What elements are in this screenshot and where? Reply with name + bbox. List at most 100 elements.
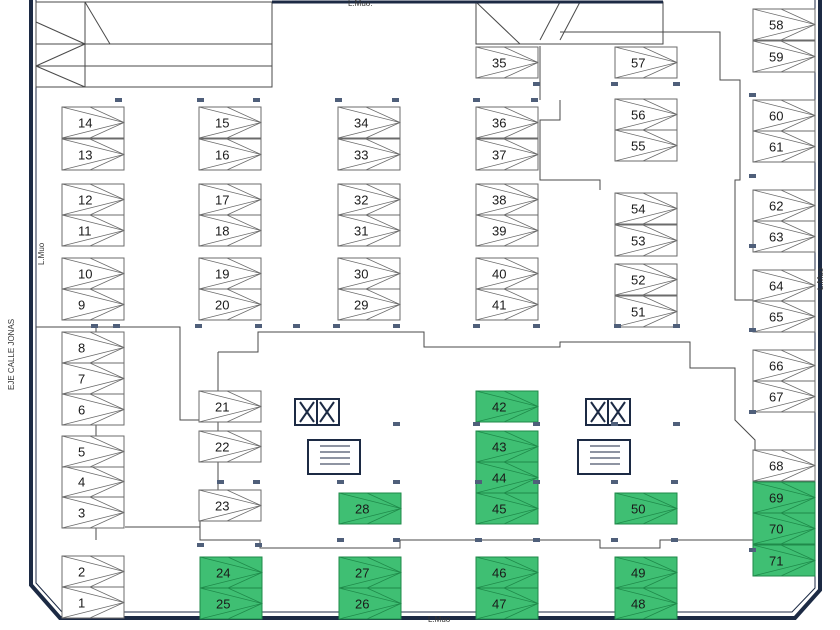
slot-fill [475,390,539,423]
parking-slot-26[interactable]: 26 [338,587,402,620]
parking-slot-43[interactable]: 43 [475,430,539,463]
parking-slot-49[interactable]: 49 [614,556,678,589]
parking-slot-13[interactable]: 13 [61,138,125,171]
parking-slot-68[interactable]: 68 [752,449,816,482]
parking-slot-69[interactable]: 69 [752,481,816,514]
parking-slot-46[interactable]: 46 [475,556,539,589]
boundary-label-top: L.Muo. [348,0,372,8]
slot-outline [61,214,125,247]
parking-slot-11[interactable]: 11 [61,214,125,247]
slot-outline [61,555,125,588]
parking-slot-32[interactable]: 32 [337,183,401,216]
slot-number: 53 [631,234,645,249]
parking-slot-35[interactable]: 35 [475,46,539,79]
parking-slot-30[interactable]: 30 [337,257,401,290]
parking-slot-14[interactable]: 14 [61,106,125,139]
slot-fill [338,587,402,620]
parking-slot-44[interactable]: 44 [475,461,539,494]
parking-slot-58[interactable]: 58 [752,8,816,41]
slot-number: 67 [769,390,783,405]
parking-slot-37[interactable]: 37 [475,138,539,171]
parking-slot-10[interactable]: 10 [61,257,125,290]
parking-slot-52[interactable]: 52 [614,263,678,296]
parking-slot-20[interactable]: 20 [198,288,262,321]
parking-slot-7[interactable]: 7 [61,362,125,395]
parking-slot-5[interactable]: 5 [61,435,125,468]
parking-slot-19[interactable]: 19 [198,257,262,290]
parking-slot-33[interactable]: 33 [337,138,401,171]
slot-fill [475,587,539,620]
parking-slot-23[interactable]: 23 [198,489,262,522]
parking-slot-55[interactable]: 55 [614,129,678,162]
column-marker [749,174,756,178]
parking-slot-8[interactable]: 8 [61,331,125,364]
parking-slot-59[interactable]: 59 [752,40,816,73]
slot-outline [614,192,678,225]
parking-slot-3[interactable]: 3 [61,496,125,529]
parking-slot-41[interactable]: 41 [475,288,539,321]
parking-slot-64[interactable]: 64 [752,269,816,302]
parking-slot-31[interactable]: 31 [337,214,401,247]
slot-marking [752,512,816,545]
parking-slot-6[interactable]: 6 [61,393,125,426]
street-label: EJE CALLE JONAS [7,319,16,390]
parking-slot-50[interactable]: 50 [614,492,678,525]
parking-slot-70[interactable]: 70 [752,512,816,545]
parking-slot-34[interactable]: 34 [337,106,401,139]
parking-slot-47[interactable]: 47 [475,587,539,620]
parking-slot-38[interactable]: 38 [475,183,539,216]
slot-outline [475,214,539,247]
parking-slot-27[interactable]: 27 [338,556,402,589]
slot-number: 20 [215,298,229,313]
parking-slot-4[interactable]: 4 [61,465,125,498]
parking-slot-21[interactable]: 21 [198,390,262,423]
parking-slot-60[interactable]: 60 [752,99,816,132]
slot-outline [61,496,125,529]
parking-slot-71[interactable]: 71 [752,544,816,577]
slot-marking [614,129,678,162]
parking-slot-12[interactable]: 12 [61,183,125,216]
parking-slot-9[interactable]: 9 [61,288,125,321]
parking-slot-63[interactable]: 63 [752,220,816,253]
parking-slot-36[interactable]: 36 [475,106,539,139]
parking-slot-2[interactable]: 2 [61,555,125,588]
parking-slot-16[interactable]: 16 [198,138,262,171]
parking-slot-56[interactable]: 56 [614,98,678,131]
slot-outline [752,449,816,482]
slot-number: 30 [354,267,368,282]
parking-slot-22[interactable]: 22 [198,430,262,463]
slot-number: 14 [78,116,92,131]
parking-slot-51[interactable]: 51 [614,295,678,328]
slot-marking [475,106,539,139]
parking-slot-42[interactable]: 42 [475,390,539,423]
elevator-left [294,398,340,426]
parking-slot-25[interactable]: 25 [199,587,263,620]
slot-marking [475,46,539,79]
parking-slot-65[interactable]: 65 [752,300,816,333]
slot-number: 54 [631,202,645,217]
parking-slot-45[interactable]: 45 [475,492,539,525]
parking-slot-67[interactable]: 67 [752,380,816,413]
slot-marking [61,362,125,395]
parking-slot-57[interactable]: 57 [614,46,678,79]
parking-slot-24[interactable]: 24 [199,556,263,589]
slot-outline [61,362,125,395]
parking-slot-61[interactable]: 61 [752,130,816,163]
parking-slot-66[interactable]: 66 [752,349,816,382]
parking-slot-28[interactable]: 28 [338,492,402,525]
parking-slot-29[interactable]: 29 [337,288,401,321]
parking-slot-62[interactable]: 62 [752,189,816,222]
slot-marking [475,492,539,525]
slot-number: 1 [78,596,85,611]
parking-slot-39[interactable]: 39 [475,214,539,247]
parking-slot-40[interactable]: 40 [475,257,539,290]
parking-slot-54[interactable]: 54 [614,192,678,225]
parking-slot-48[interactable]: 48 [614,587,678,620]
parking-slot-53[interactable]: 53 [614,224,678,257]
parking-slot-18[interactable]: 18 [198,214,262,247]
slot-number: 45 [492,502,506,517]
parking-slot-1[interactable]: 1 [61,586,125,619]
stair-right [577,439,631,475]
parking-slot-17[interactable]: 17 [198,183,262,216]
parking-slot-15[interactable]: 15 [198,106,262,139]
